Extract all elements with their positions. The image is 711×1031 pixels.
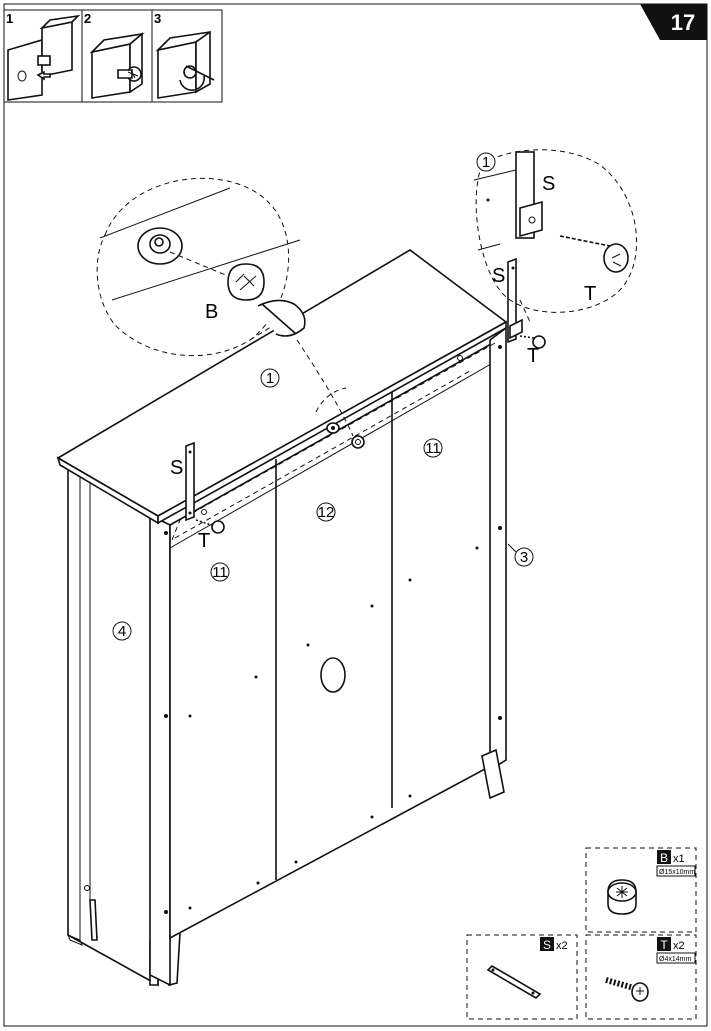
letter-screw-right: T (527, 345, 539, 367)
part-T-size: Ø4x14mm (659, 956, 691, 963)
callout-right-side: 3 (507, 543, 534, 567)
bracket-left (185, 441, 195, 522)
part-S-box: S x2 (466, 934, 578, 1020)
left-side-panel (67, 463, 159, 987)
callouts: 1 11 12 11 3 4 1 (112, 152, 534, 641)
step-2-label: 2 (84, 11, 91, 26)
svg-text:1: 1 (482, 154, 490, 171)
screw-right (519, 335, 546, 349)
screw-icon (605, 977, 649, 1002)
cam-lock-icon (607, 879, 637, 915)
page-number: 17 (671, 10, 695, 35)
callout-door-left: 11 (210, 562, 230, 582)
page-frame (3, 3, 708, 1027)
svg-text:11: 11 (425, 440, 441, 457)
part-S-qty: x2 (556, 940, 568, 952)
step-1-label: 1 (6, 11, 13, 26)
part-T-qty: x2 (673, 940, 685, 952)
part-letters: B S T S T S T (170, 173, 596, 552)
svg-text:4: 4 (118, 623, 126, 640)
svg-text:11: 11 (212, 564, 228, 581)
detail-cam-lock (96, 177, 306, 357)
letter-bracket-left: S (170, 457, 183, 479)
parts-legend: B x1 Ø15x10mm S x2 T (466, 847, 697, 1020)
part-T-id: T (660, 938, 668, 952)
metal-bracket-icon (486, 964, 542, 1000)
part-S-id: S (543, 938, 551, 952)
step-3-illustration (155, 30, 215, 99)
letter-cam-lock: B (205, 301, 218, 323)
cable-hole (320, 657, 346, 693)
callout-door-right: 11 (423, 438, 443, 458)
letter-screw-left: T (198, 530, 210, 552)
part-B-qty: x1 (673, 853, 685, 865)
step-2-illustration (89, 32, 145, 99)
part-T-box: T x2 Ø4x14mm (585, 934, 697, 1020)
callout-left-side: 4 (112, 621, 132, 641)
svg-text:12: 12 (318, 504, 335, 521)
svg-text:3: 3 (520, 549, 528, 566)
callout-detail-panel: 1 (476, 152, 496, 172)
right-leg (481, 748, 505, 800)
letter-bracket-right: S (492, 265, 505, 287)
letter-detail-screw: T (584, 283, 596, 305)
page-number-badge: 17 (640, 4, 707, 40)
cam-lock-top (351, 435, 365, 449)
step-1-illustration (7, 14, 81, 101)
panel-holes (164, 345, 502, 914)
step-panels: 1 2 3 (3, 9, 223, 103)
right-side-panel (489, 326, 507, 772)
step-3-label: 3 (154, 11, 161, 26)
part-B-id: B (660, 851, 668, 865)
cabinet (56, 249, 508, 987)
screw-left (195, 519, 225, 534)
part-B-box: B x1 Ø15x10mm (585, 847, 697, 933)
part-B-size: Ø15x10mm (659, 869, 695, 876)
svg-text:1: 1 (266, 370, 274, 387)
detail-bracket (473, 149, 638, 323)
callout-center-panel: 12 (316, 502, 336, 522)
bracket-right (507, 257, 523, 344)
callout-top-panel: 1 (260, 368, 280, 388)
letter-detail-bracket: S (542, 173, 555, 195)
